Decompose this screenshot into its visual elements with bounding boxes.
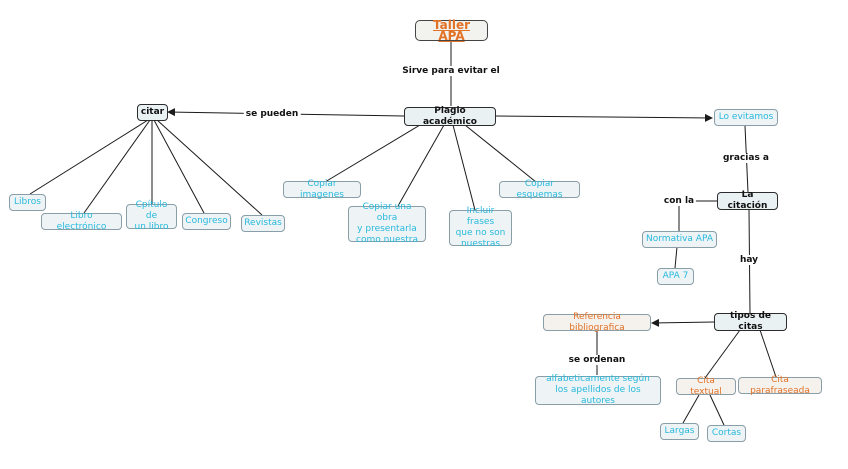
node-referencia-bibliografica[interactable]: Referencia bibliografica xyxy=(543,312,651,333)
node-lo-evitamos[interactable]: Lo evitamos xyxy=(714,109,778,126)
node-cita-parafraseada[interactable]: Cita parafraseada xyxy=(738,375,822,396)
node-la-citacion[interactable]: La citación xyxy=(717,190,778,211)
link-label-se-ordenan: se ordenan xyxy=(566,355,628,365)
node-largas[interactable]: Largas xyxy=(660,423,699,440)
node-incluir-frases[interactable]: Incluir frases que no son nuestras xyxy=(449,206,512,249)
link-label-se-pueden: se pueden xyxy=(243,109,301,119)
node-normativa-apa[interactable]: Normativa APA xyxy=(642,231,717,248)
link-label-sirve: Sirve para evitar el xyxy=(400,66,502,76)
node-cita-textual[interactable]: Cita textual xyxy=(676,376,736,397)
link-label-con-la: con la xyxy=(661,196,697,206)
node-libro-electronico[interactable]: Libro electrónico xyxy=(41,211,122,232)
node-revistas[interactable]: Revistas xyxy=(241,215,285,232)
node-cortas[interactable]: Cortas xyxy=(707,425,746,442)
node-libros[interactable]: Libros xyxy=(9,194,46,211)
node-copiar-imagenes[interactable]: Copiar imagenes xyxy=(283,179,361,200)
node-taller-apa[interactable]: Taller APA xyxy=(415,19,488,42)
node-capitulo-libro[interactable]: Cpítulo de un libro xyxy=(126,200,177,232)
link-label-hay: hay xyxy=(737,255,761,265)
link-label-gracias: gracias a xyxy=(720,153,772,163)
node-tipos-de-citas[interactable]: tipos de citas xyxy=(714,311,787,332)
node-congreso[interactable]: Congreso xyxy=(182,213,231,230)
node-citar[interactable]: citar xyxy=(137,104,168,121)
node-alfabeticamente[interactable]: alfabeticamente según los apellidos de l… xyxy=(535,374,661,406)
node-apa-7[interactable]: APA 7 xyxy=(657,268,694,285)
node-copiar-obra[interactable]: Copiar una obra y presentarla como nuest… xyxy=(348,202,426,245)
node-copiar-esquemas[interactable]: Copiar esquemas xyxy=(499,179,580,200)
node-plagio-academico[interactable]: Plagio académico xyxy=(404,106,496,127)
